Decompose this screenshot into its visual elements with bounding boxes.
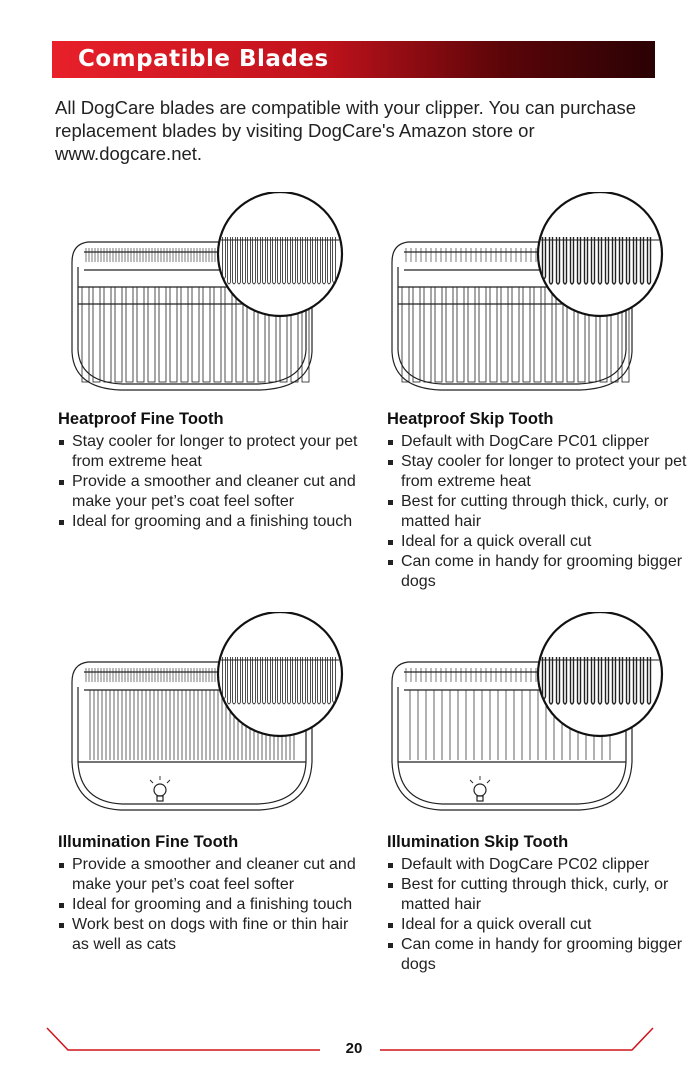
section-title: Heatproof Fine Tooth [58,410,224,428]
title-banner: Compatible Blades [52,41,655,78]
intro-text: All DogCare blades are compatible with y… [55,97,637,164]
list-item: Default with DogCare PC02 clipper [387,855,687,875]
list-item: Work best on dogs with fine or thin hair… [58,915,358,955]
list-item: Ideal for a quick overall cut [387,532,687,552]
feature-list: Default with DogCare PC02 clipper Best f… [387,855,687,975]
blade-section-illumination-skip: Illumination Skip Tooth Default with Dog… [387,833,687,975]
feature-list: Stay cooler for longer to protect your p… [58,432,358,532]
blade-section-heatproof-fine: Heatproof Fine Tooth Stay cooler for lon… [58,410,358,532]
list-item: Default with DogCare PC01 clipper [387,432,687,452]
list-item: Can come in handy for grooming bigger do… [387,935,687,975]
section-title: Illumination Skip Tooth [387,833,569,851]
list-item: Provide a smoother and cleaner cut and m… [58,472,358,512]
page-title: Compatible Blades [78,46,329,72]
heatproof-fine-blade-illustration [71,192,344,391]
list-item: Stay cooler for longer to protect your p… [58,432,358,472]
illumination-skip-blade-illustration [391,612,664,811]
list-item: Best for cutting through thick, curly, o… [387,875,687,915]
illumination-fine-blade-illustration [71,612,344,811]
list-item: Can come in handy for grooming bigger do… [387,552,687,592]
blade-section-heatproof-skip: Heatproof Skip Tooth Default with DogCar… [387,410,687,592]
page-number: 20 [345,1040,363,1057]
list-item: Stay cooler for longer to protect your p… [387,452,687,492]
list-item: Ideal for grooming and a finishing touch [58,895,358,915]
section-title: Illumination Fine Tooth [58,833,239,851]
list-item: Provide a smoother and cleaner cut and m… [58,855,358,895]
blade-section-illumination-fine: Illumination Fine Tooth Provide a smooth… [58,833,358,955]
feature-list: Provide a smoother and cleaner cut and m… [58,855,358,955]
heatproof-skip-blade-illustration [391,192,664,391]
list-item: Best for cutting through thick, curly, o… [387,492,687,532]
feature-list: Default with DogCare PC01 clipper Stay c… [387,432,687,592]
list-item: Ideal for grooming and a finishing touch [58,512,358,532]
section-title: Heatproof Skip Tooth [387,410,554,428]
list-item: Ideal for a quick overall cut [387,915,687,935]
footer-rule [46,1027,654,1051]
